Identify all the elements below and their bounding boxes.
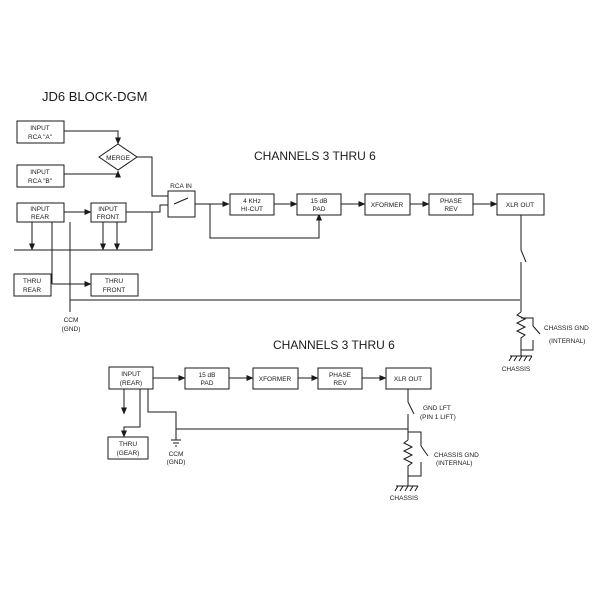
bottom-heading: CHANNELS 3 THRU 6: [273, 338, 395, 352]
bottom-chassis-label: CHASSIS: [390, 495, 419, 502]
bottom-thru-gear-line1: THRU: [119, 441, 137, 448]
top-thru-rear-block: THRU REAR: [13, 273, 52, 297]
top-input-rear-block: INPUT REAR: [16, 202, 65, 223]
bottom-ccm-line2: (GND): [167, 459, 186, 466]
bottom-input-rear-line2: (REAR): [120, 380, 142, 387]
top-pad-block: 15 dB PAD: [296, 193, 342, 216]
bottom-gnd-lift-line2: (PIN 1 LIFT): [420, 414, 456, 421]
top-hicut-block: 4 KHz HI-CUT: [229, 193, 275, 216]
bottom-chassis-gnd-line1: CHASSIS GND: [434, 452, 479, 459]
bottom-xlr-out-label: XLR OUT: [394, 376, 422, 383]
top-input-rca-b-line1: INPUT: [30, 169, 50, 176]
top-ccm-line2: (GND): [62, 326, 81, 333]
bottom-xformer-label: XFORMER: [259, 376, 292, 383]
top-rca-in-label: RCA IN: [170, 183, 192, 190]
top-input-rear-line1: INPUT: [30, 206, 50, 213]
top-thru-rear-line2: REAR: [23, 287, 41, 294]
top-xlr-out-block: XLR OUT: [496, 193, 545, 216]
bottom-pad-line2: PAD: [201, 380, 214, 387]
diagram-title: JD6 BLOCK-DGM: [42, 89, 147, 104]
top-input-front-line1: INPUT: [98, 206, 118, 213]
top-input-rca-a-line1: INPUT: [30, 125, 50, 132]
top-thru-front-block: THRU FRONT: [90, 273, 139, 297]
top-input-front-line2: FRONT: [97, 214, 119, 221]
bottom-chassis-gnd-line2: (INTERNAL): [436, 460, 472, 467]
top-thru-rear-line1: THRU: [23, 278, 41, 285]
bottom-wires: [121, 375, 429, 492]
bottom-gnd-lift-line1: GND LFT: [423, 405, 451, 412]
top-thru-front-line2: FRONT: [103, 287, 125, 294]
bottom-thru-gear-line2: (GEAR): [117, 450, 140, 457]
top-ccm-line1: CCM: [64, 317, 79, 324]
top-xformer-block: XFORMER: [364, 193, 411, 216]
top-phase-line2: REV: [444, 206, 458, 213]
top-phase-line1: PHASE: [440, 198, 463, 205]
top-pad-line1: 15 dB: [311, 198, 328, 205]
bottom-xlr-out-block: XLR OUT: [385, 367, 432, 390]
top-rca-in-switch-block: RCA IN: [167, 183, 196, 218]
top-chassis-gnd-line1: CHASSIS GND: [544, 325, 589, 332]
top-xlr-out-label: XLR OUT: [506, 202, 534, 209]
bottom-phase-block: PHASE REV: [317, 367, 363, 390]
top-phase-block: PHASE REV: [428, 193, 474, 216]
top-merge-label: MERGE: [106, 155, 131, 162]
top-input-rca-a-line2: RCA "A": [28, 134, 53, 141]
top-pad-line2: PAD: [313, 206, 326, 213]
top-merge-block: MERGE: [98, 143, 138, 171]
top-input-rear-line2: REAR: [31, 214, 49, 221]
bottom-input-rear-line1: INPUT: [121, 371, 141, 378]
top-xformer-label: XFORMER: [371, 202, 404, 209]
top-input-rca-b-line2: RCA "B": [28, 178, 53, 185]
top-heading: CHANNELS 3 THRU 6: [254, 149, 376, 163]
top-input-front-block: INPUT FRONT: [90, 202, 127, 223]
top-wires: [14, 130, 541, 362]
bottom-phase-line2: REV: [333, 380, 347, 387]
bottom-pad-line1: 15 dB: [199, 372, 216, 379]
top-chassis-gnd-line2: (INTERNAL): [549, 338, 585, 345]
bottom-input-rear-block: INPUT (REAR): [108, 366, 154, 390]
bottom-pad-block: 15 dB PAD: [184, 367, 230, 390]
top-thru-front-line1: THRU: [105, 278, 123, 285]
top-hicut-line1: 4 KHz: [243, 198, 261, 205]
top-input-rca-b-block: INPUT RCA "B": [16, 164, 65, 188]
bottom-xformer-block: XFORMER: [252, 367, 299, 390]
top-chassis-label: CHASSIS: [502, 366, 531, 373]
top-input-rca-a-block: INPUT RCA "A": [16, 120, 65, 144]
top-hicut-line2: HI-CUT: [241, 206, 263, 213]
bottom-phase-line1: PHASE: [329, 372, 352, 379]
bottom-ccm-line1: CCM: [169, 451, 184, 458]
bottom-thru-gear-block: THRU (GEAR): [107, 436, 149, 460]
